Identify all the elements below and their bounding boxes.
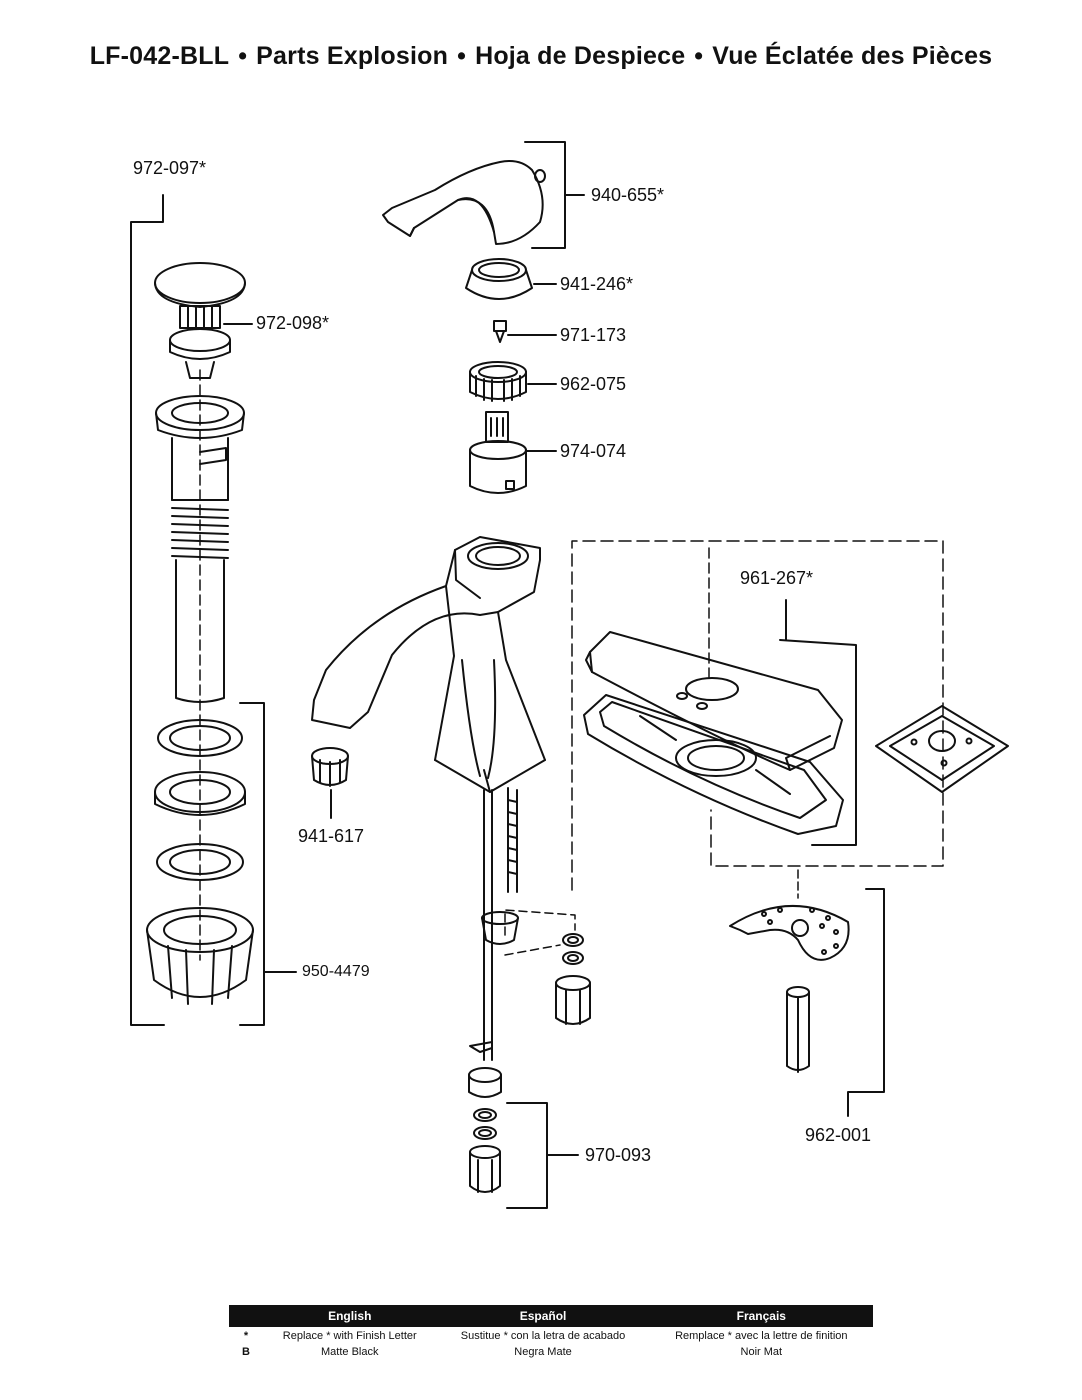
part-label-cartridge: 974-074 [560, 441, 627, 461]
part-label-bonnet-nut: 962-075 [560, 374, 627, 394]
title-french: Vue Éclatée des Pièces [712, 42, 993, 70]
legend-french: Noir Mat [740, 1345, 783, 1358]
deck-plate-drawing [571, 540, 1009, 1117]
page-title: LF-042-BLL • Parts Explosion • Hoja de Despi… [0, 42, 1082, 71]
part-label-pop-up-stopper: 972-098* [256, 313, 330, 333]
legend-header-code [229, 1305, 263, 1327]
part-label-screw: 971-173 [560, 325, 627, 345]
title-english: Parts Explosion [256, 42, 449, 70]
legend-header-french: Français [649, 1305, 873, 1327]
legend-header-english: English [263, 1305, 437, 1327]
part-label-mounting-kit: 962-001 [805, 1125, 872, 1145]
legend-spanish: Negra Mate [514, 1345, 572, 1358]
deck-bracket [779, 639, 857, 846]
part-label-handle: 940-655* [591, 185, 665, 205]
gasket-bracket [239, 702, 265, 1026]
part-label-supply-line-kit: 970-093 [585, 1145, 652, 1165]
handle-stack-drawing [382, 141, 585, 494]
drain-bracket [130, 194, 165, 1026]
legend-row: * Replace * with Finish Letter Sustitue … [229, 1327, 873, 1343]
part-label-handle-cap: 941-246* [560, 274, 634, 294]
part-label-drain-gasket-kit: 950-4479 [302, 963, 370, 980]
title-separator: • [238, 42, 248, 70]
legend-row: B Matte Black Negra Mate Noir Mat [229, 1343, 873, 1359]
handle-bracket [524, 141, 566, 249]
legend-code: * [243, 1329, 249, 1342]
part-label-aerator: 941-617 [298, 826, 365, 846]
model-number: LF-042-BLL [89, 42, 230, 70]
legend-english: Matte Black [321, 1345, 379, 1358]
drain-assembly-drawing [130, 194, 297, 1026]
supply-bracket [506, 1102, 548, 1209]
title-spanish: Hoja de Despiece [475, 42, 686, 70]
legend-header-spanish: Español [436, 1305, 650, 1327]
part-label-deck-plate: 961-267* [740, 568, 814, 588]
legend-table: English Español Français * Replace * wit… [229, 1305, 873, 1359]
faucet-body-drawing [311, 536, 591, 1209]
finish-legend: English Español Français * Replace * wit… [229, 1305, 873, 1359]
legend-english: Replace * with Finish Letter [282, 1329, 417, 1342]
legend-code: B [242, 1345, 250, 1358]
title-separator: • [694, 42, 704, 70]
title-separator: • [457, 42, 467, 70]
legend-french: Remplace * avec la lettre de finition [675, 1329, 848, 1342]
legend-spanish: Sustitue * con la letra de acabado [460, 1329, 626, 1342]
legend-header-row: English Español Français [229, 1305, 873, 1327]
part-label-drain-assembly: 972-097* [133, 158, 207, 178]
mounting-bracket [847, 888, 885, 1117]
